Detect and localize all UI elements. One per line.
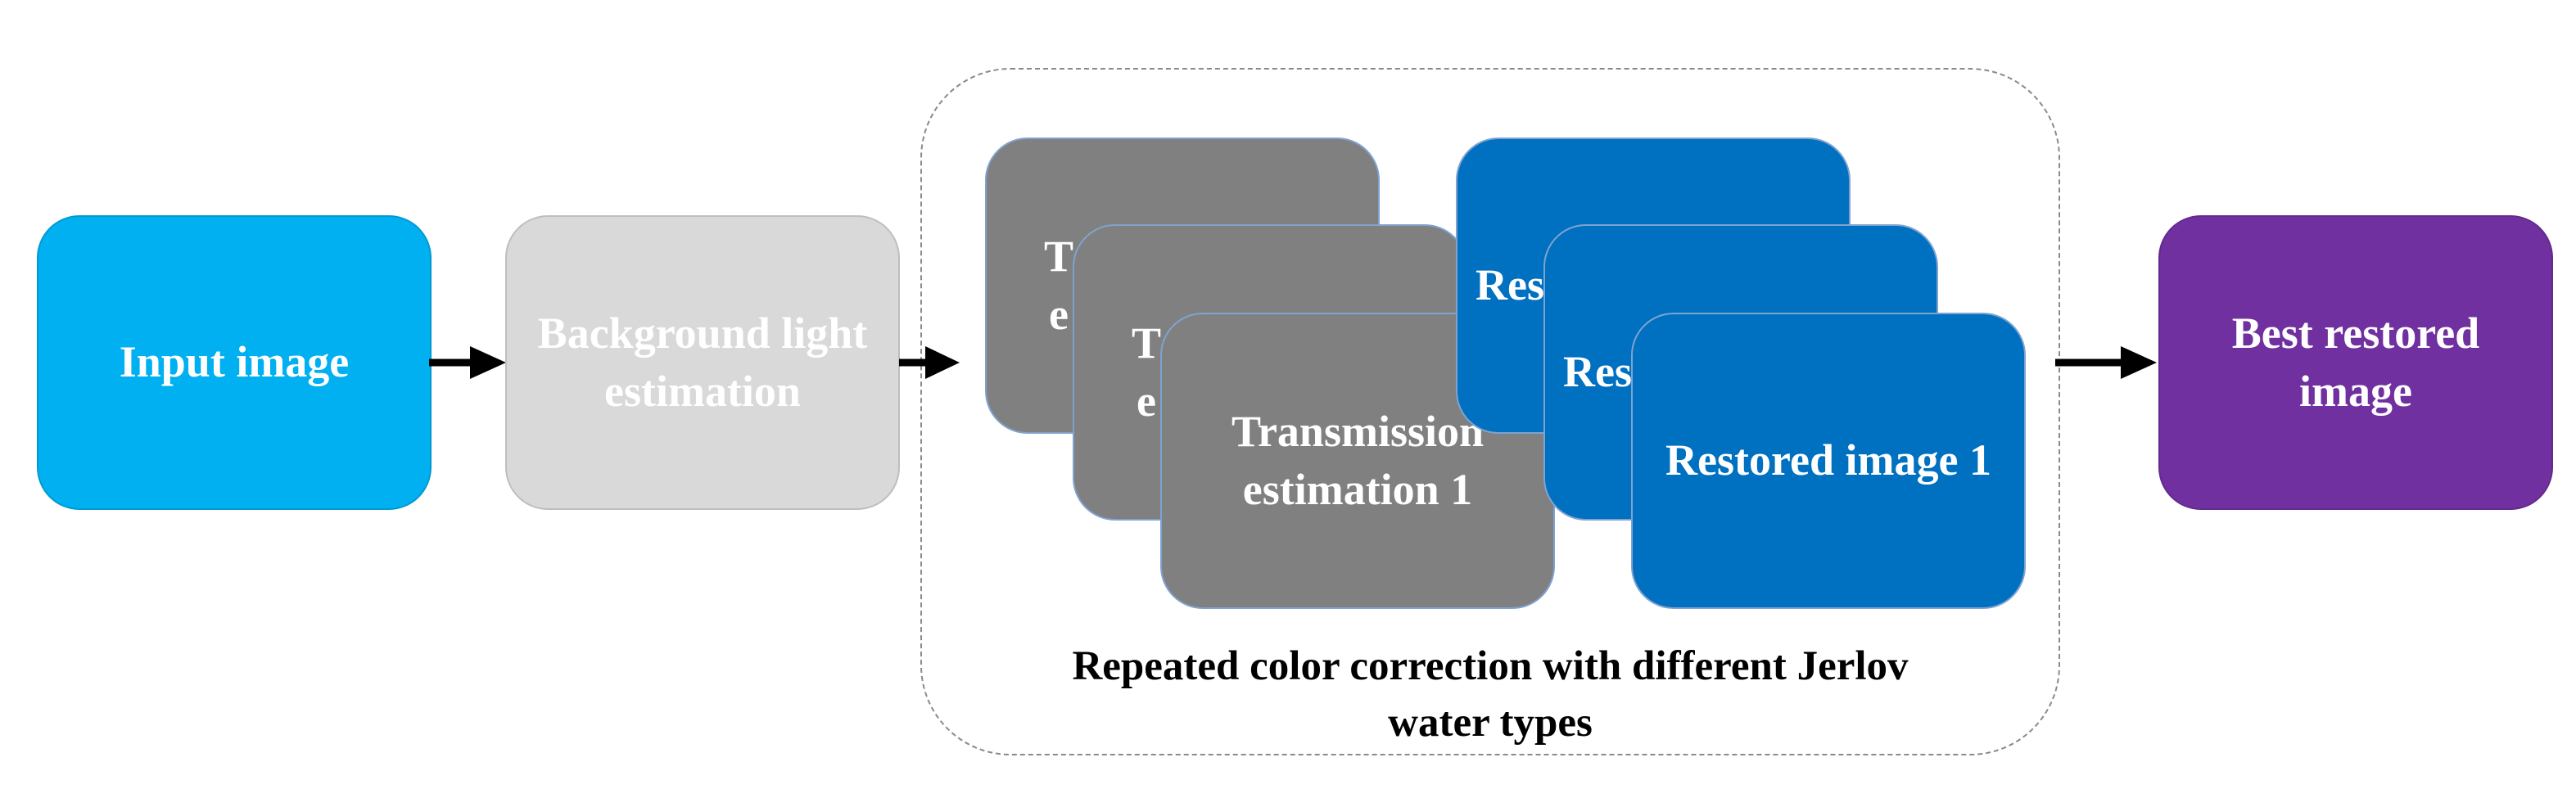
- transmission-estimation-middle-label: T e: [1132, 318, 1162, 426]
- arrow-input-to-background: [429, 346, 506, 379]
- input-image-box: Input image: [37, 215, 432, 510]
- restored-image-back-label: Res: [1476, 260, 1544, 310]
- repeated-correction-region: [920, 68, 2060, 755]
- arrow-region-to-best: [2055, 346, 2157, 379]
- restored-image-front-label: Restored image 1: [1665, 435, 1991, 485]
- background-light-estimation-label: Background light estimation: [537, 308, 868, 416]
- background-light-estimation-box: Background light estimation: [505, 215, 900, 510]
- best-restored-image-box: Best restored image: [2158, 215, 2553, 510]
- transmission-estimation-front-label: Transmission estimation 1: [1231, 406, 1485, 514]
- region-caption: Repeated color correction with different…: [1072, 643, 1909, 746]
- input-image-label: Input image: [119, 337, 350, 387]
- restored-image-middle-label: Res: [1563, 347, 1632, 397]
- arrow-background-to-region: [899, 346, 960, 379]
- restored-image-front-box: Restored image 1: [1631, 313, 2026, 609]
- transmission-estimation-back-label: T e: [1044, 231, 1074, 339]
- best-restored-image-label: Best restored image: [2231, 308, 2480, 416]
